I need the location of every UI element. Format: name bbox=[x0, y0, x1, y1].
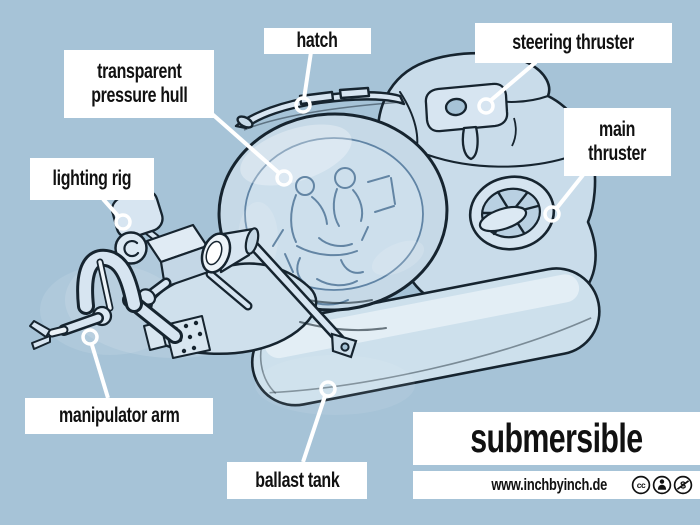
non-commercial-dollar-icon: $ bbox=[673, 475, 693, 495]
manipulator-arm bbox=[29, 248, 183, 350]
label-transparent-pressure-hull: transparent pressure hull bbox=[64, 50, 214, 118]
steering-thruster bbox=[424, 82, 517, 161]
label-text: ballast tank bbox=[254, 468, 340, 492]
struts bbox=[205, 240, 358, 359]
label-text: main bbox=[599, 118, 636, 142]
hatch bbox=[234, 86, 406, 131]
target-rings bbox=[81, 96, 561, 398]
website-text: www.inchbyinch.de bbox=[491, 475, 607, 494]
attribution-person-icon bbox=[652, 475, 672, 495]
spotlight-face bbox=[114, 231, 148, 265]
label-ballast-tank: ballast tank bbox=[227, 462, 367, 499]
diagram-title: submersible bbox=[413, 412, 700, 465]
label-text: steering thruster bbox=[512, 31, 635, 55]
claw-finger-lower bbox=[31, 335, 51, 350]
label-text: transparent bbox=[96, 60, 182, 84]
claw-finger-upper bbox=[29, 320, 51, 338]
title-text: submersible bbox=[470, 415, 643, 461]
label-text: thruster bbox=[588, 142, 647, 165]
label-steering-thruster: steering thruster bbox=[475, 23, 672, 63]
pilots-sketch bbox=[272, 167, 396, 306]
leader-lines bbox=[81, 51, 585, 463]
credit-bar: www.inchbyinch.de cc $ bbox=[413, 471, 700, 499]
label-text: hatch bbox=[296, 29, 339, 53]
lighting-rig bbox=[110, 189, 260, 306]
main-thruster bbox=[468, 175, 556, 251]
label-text: pressure hull bbox=[90, 84, 188, 107]
cc-icon: cc bbox=[631, 475, 651, 495]
label-manipulator-arm: manipulator arm bbox=[25, 398, 213, 434]
label-main-thruster: main thruster bbox=[564, 108, 671, 176]
label-text: lighting rig bbox=[52, 167, 132, 191]
svg-text:cc: cc bbox=[637, 480, 646, 490]
license-icons: cc $ bbox=[631, 475, 693, 495]
label-lighting-rig: lighting rig bbox=[30, 158, 154, 200]
label-text: manipulator arm bbox=[58, 404, 180, 428]
label-hatch: hatch bbox=[264, 28, 371, 54]
